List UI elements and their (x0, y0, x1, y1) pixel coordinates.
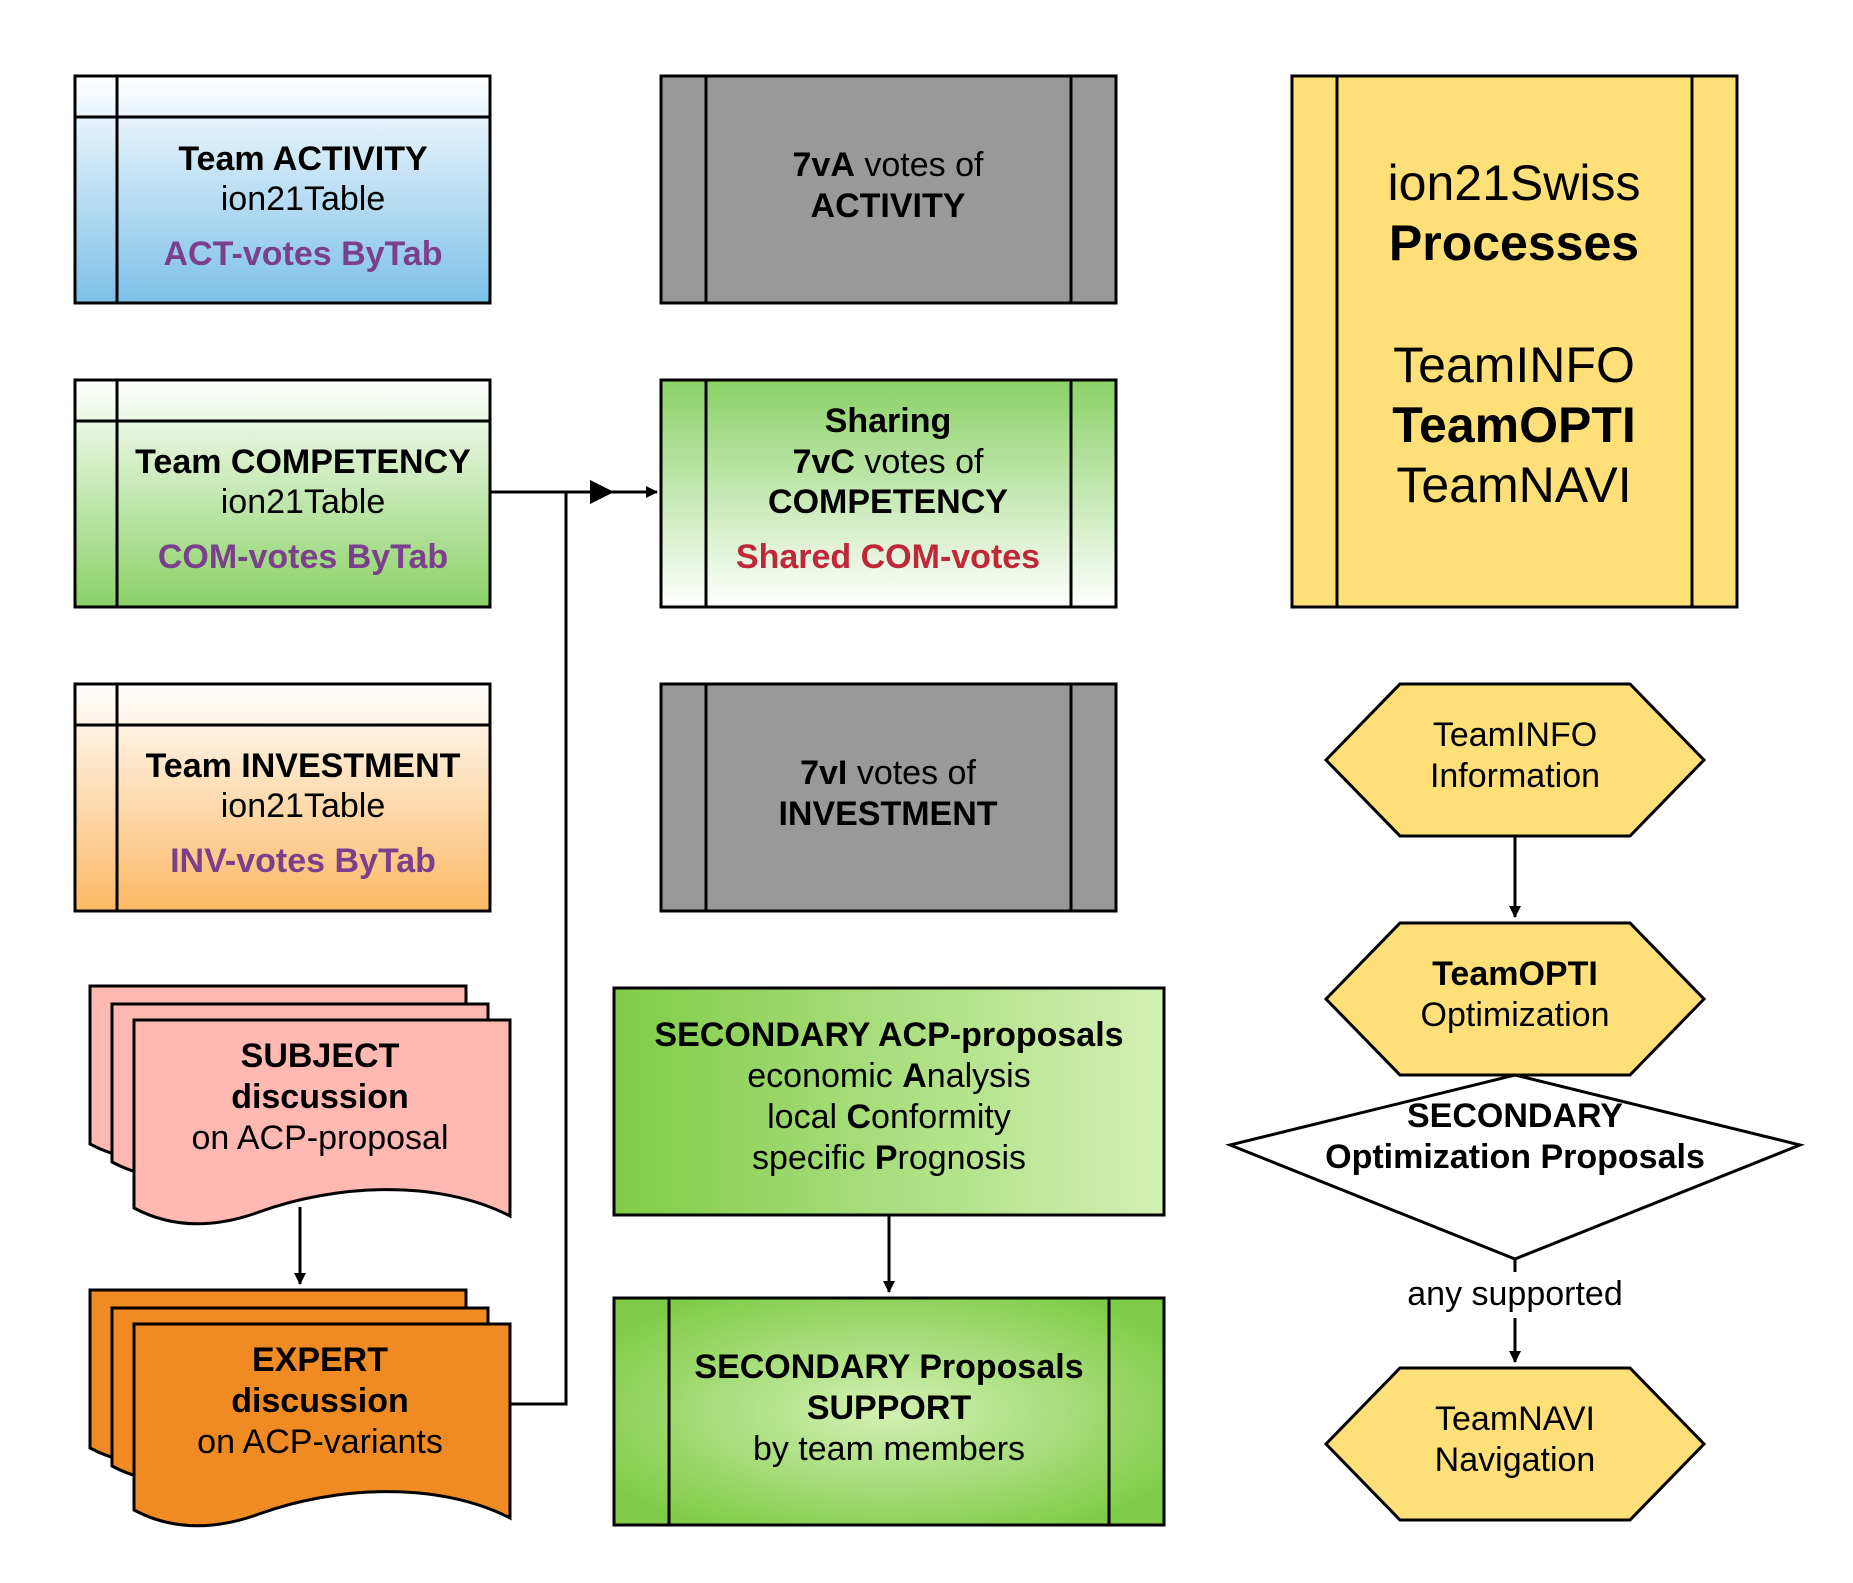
processes-line2: Processes (1389, 215, 1639, 271)
teamnavi-line2: Navigation (1435, 1441, 1596, 1479)
arrow-double-head (590, 480, 614, 504)
teaminfo-hexagon: TeamINFO Information (1323, 682, 1707, 838)
support-line3: by team members (753, 1430, 1025, 1468)
teaminfo-line2: Information (1430, 757, 1600, 795)
team-activity-votes: ACT-votes ByTab (164, 235, 443, 273)
teamopti-hexagon: TeamOPTI Optimization (1323, 921, 1707, 1077)
activity-votes-target: ACTIVITY (811, 187, 966, 225)
team-investment-subtitle: ion21Table (221, 787, 385, 825)
decision-line2: Optimization Proposals (1325, 1138, 1705, 1176)
connectors (294, 480, 1521, 1406)
subject-line2: discussion (231, 1078, 409, 1116)
teamopti-line2: Optimization (1421, 996, 1610, 1034)
processes-line5: TeamNAVI (1396, 457, 1631, 513)
processes-line4: TeamOPTI (1392, 397, 1636, 453)
investment-votes-label: 7vI votes of (800, 754, 976, 792)
competency-sharing-box: Sharing 7vC votes of COMPETENCY Shared C… (659, 378, 1118, 609)
competency-votes-target: COMPETENCY (768, 483, 1008, 521)
teamnavi-hexagon: TeamNAVI Navigation (1323, 1366, 1707, 1522)
teaminfo-line1: TeamINFO (1433, 716, 1597, 754)
shared-com-votes: Shared COM-votes (736, 538, 1040, 576)
team-competency-table: Team COMPETENCY ion21Table COM-votes ByT… (73, 378, 492, 609)
team-activity-table: Team ACTIVITY ion21Table ACT-votes ByTab (73, 74, 492, 305)
expert-line1: EXPERT (252, 1341, 388, 1379)
expert-to-sharing-line (510, 492, 568, 1406)
investment-votes-box: 7vI votes of INVESTMENT (659, 682, 1118, 913)
activity-votes-label: 7vA votes of (793, 146, 984, 184)
acp-analysis: economic Analysis (747, 1057, 1030, 1095)
team-competency-subtitle: ion21Table (221, 483, 385, 521)
investment-votes-target: INVESTMENT (778, 795, 997, 833)
decision-line1: SECONDARY (1407, 1097, 1623, 1135)
team-investment-votes: INV-votes ByTab (170, 842, 436, 880)
team-competency-title: Team COMPETENCY (135, 443, 471, 481)
expert-line3: on ACP-variants (197, 1423, 443, 1461)
teamopti-line1: TeamOPTI (1432, 955, 1598, 993)
sharing-label: Sharing (825, 402, 952, 440)
processes-box: ion21Swiss Processes TeamINFO TeamOPTI T… (1290, 74, 1739, 609)
competency-votes-label: 7vC votes of (793, 443, 984, 481)
support-line2: SUPPORT (807, 1389, 972, 1427)
acp-conformity: local Conformity (767, 1098, 1011, 1136)
acp-proposals-title: SECONDARY ACP-proposals (654, 1016, 1123, 1054)
secondary-acp-proposals-box: SECONDARY ACP-proposals economic Analysi… (612, 986, 1166, 1217)
expert-discussion-doc: EXPERT discussion on ACP-variants (88, 1288, 512, 1528)
support-line1: SECONDARY Proposals (694, 1348, 1083, 1386)
teamnavi-line1: TeamNAVI (1435, 1400, 1595, 1438)
activity-votes-box: 7vA votes of ACTIVITY (659, 74, 1118, 305)
secondary-proposals-support-box: SECONDARY Proposals SUPPORT by team memb… (612, 1296, 1166, 1527)
team-investment-title: Team INVESTMENT (146, 747, 461, 785)
processes-line1: ion21Swiss (1388, 155, 1641, 211)
acp-prognosis: specific Prognosis (752, 1139, 1026, 1177)
team-investment-table: Team INVESTMENT ion21Table INV-votes ByT… (73, 682, 492, 913)
subject-line1: SUBJECT (241, 1037, 400, 1075)
team-activity-subtitle: ion21Table (221, 180, 385, 218)
processes-line3: TeamINFO (1393, 337, 1635, 393)
any-supported-label: any supported (1407, 1275, 1623, 1313)
expert-line2: discussion (231, 1382, 409, 1420)
team-competency-votes: COM-votes ByTab (158, 538, 448, 576)
team-activity-title: Team ACTIVITY (178, 140, 428, 178)
subject-discussion-doc: SUBJECT discussion on ACP-proposal (88, 984, 512, 1226)
subject-line3: on ACP-proposal (191, 1119, 448, 1157)
secondary-optimization-decision: SECONDARY Optimization Proposals (1225, 1073, 1805, 1261)
